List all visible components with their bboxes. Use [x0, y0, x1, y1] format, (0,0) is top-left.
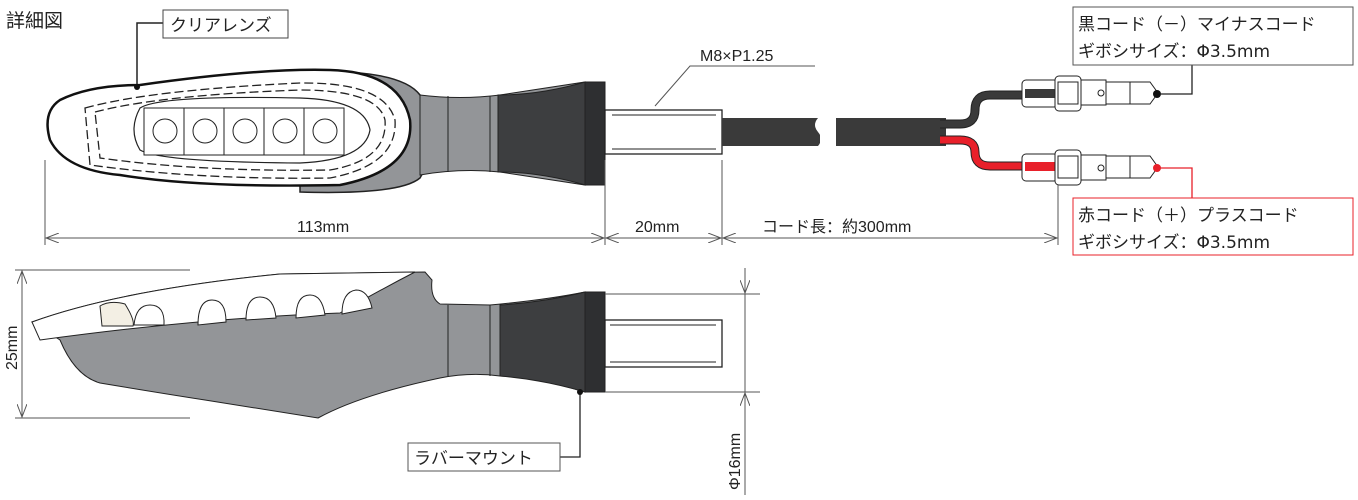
red-cord-callout: 赤コード（＋）プラスコード ギボシサイズ：Φ3.5mm: [1072, 167, 1354, 256]
diagram-title: 詳細図: [6, 10, 63, 32]
side-view: 25mm Φ16mm ラバーマウント: [4, 268, 760, 495]
black-connector: [1021, 75, 1161, 112]
rubber-mount: [584, 81, 606, 186]
black-cord-callout: 黒コード（－）マイナスコード ギボシサイズ：Φ3.5mm: [1072, 6, 1354, 95]
length-dimensions: 113mm 20mm コード長：約300mm: [44, 160, 1059, 245]
clear-lens-callout: クリアレンズ: [134, 9, 289, 90]
top-view: クリアレンズ M8×P1.25 黒コード（－）マイナスコード ギボシサイズ：Φ3…: [44, 6, 1354, 256]
black-cord-line1: 黒コード（－）マイナスコード: [1078, 15, 1316, 35]
bolt-length-dim: 20mm: [635, 219, 679, 236]
clear-lens-label: クリアレンズ: [170, 16, 272, 36]
rubber-mount-side: [584, 291, 606, 393]
mount-diameter-dim: Φ16mm: [727, 433, 744, 490]
cable: [722, 118, 820, 146]
red-connector: [1021, 149, 1161, 186]
red-cord-line1: 赤コード（＋）プラスコード: [1078, 206, 1299, 226]
body-length-dim: 113mm: [297, 219, 349, 236]
led-array: [143, 107, 345, 156]
bolt: [604, 109, 723, 155]
cord-length-dim: コード長：約300mm: [762, 218, 911, 236]
height-dim: 25mm: [4, 326, 21, 370]
rubber-mount-callout-box: [407, 442, 561, 472]
rubber-collar: [497, 81, 586, 186]
thread-callout: M8×P1.25: [654, 48, 815, 107]
black-cord-line2: ギボシサイズ：Φ3.5mm: [1078, 42, 1270, 62]
bolt-side: [604, 319, 723, 368]
thread-label: M8×P1.25: [700, 48, 773, 65]
rubber-mount-label: ラバーマウント: [414, 449, 533, 469]
rubber-collar-side: [499, 291, 586, 393]
red-cord-line2: ギボシサイズ：Φ3.5mm: [1078, 233, 1270, 253]
led-side: [99, 289, 373, 327]
